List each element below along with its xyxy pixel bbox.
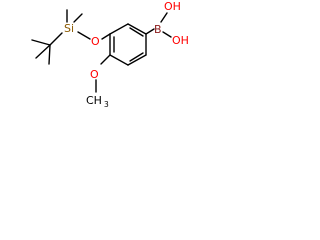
ring-bond-c1-c2 bbox=[109, 23, 129, 35]
bond-tbutyl-methyl-lower-left bbox=[35, 44, 51, 59]
bond-ether-oxygen-silicon bbox=[77, 31, 91, 40]
bond-boron-oh-top bbox=[160, 12, 168, 23]
methoxy-methyl-subscript: 3 bbox=[104, 100, 109, 109]
bond-tbutyl-methyl-down bbox=[48, 44, 51, 65]
bond-boron-oh-right bbox=[162, 31, 172, 38]
chemical-structure: B OH OH O Si O CH 3 bbox=[31, 0, 189, 109]
ring-double-bond-inner-3 bbox=[129, 27, 144, 37]
methoxy-oxygen-label: O bbox=[90, 68, 99, 81]
bond-silicon-quaternary-carbon bbox=[49, 32, 63, 46]
methoxy-methyl-label: CH bbox=[86, 94, 102, 107]
bond-tbutyl-methyl-left bbox=[31, 39, 51, 46]
hydroxyl-top-label: OH bbox=[164, 0, 181, 13]
boron-label: B bbox=[154, 23, 162, 36]
benzene-ring bbox=[109, 23, 147, 66]
ring-double-bond-inner-2 bbox=[129, 52, 144, 62]
ring-bond-c4-c5 bbox=[127, 54, 147, 66]
ring-bond-c6-c1 bbox=[127, 23, 147, 35]
bond-ring-ether-oxygen bbox=[101, 33, 111, 40]
bond-ring-boron bbox=[145, 28, 155, 35]
hydroxyl-right-label: OH bbox=[172, 34, 189, 47]
ring-bond-c3-c4 bbox=[109, 54, 129, 66]
silicon-label: Si bbox=[64, 22, 74, 35]
ether-oxygen-label: O bbox=[91, 35, 100, 48]
bond-ring-methoxy-oxygen bbox=[100, 54, 111, 65]
bond-silicon-methyl-right bbox=[73, 13, 83, 23]
